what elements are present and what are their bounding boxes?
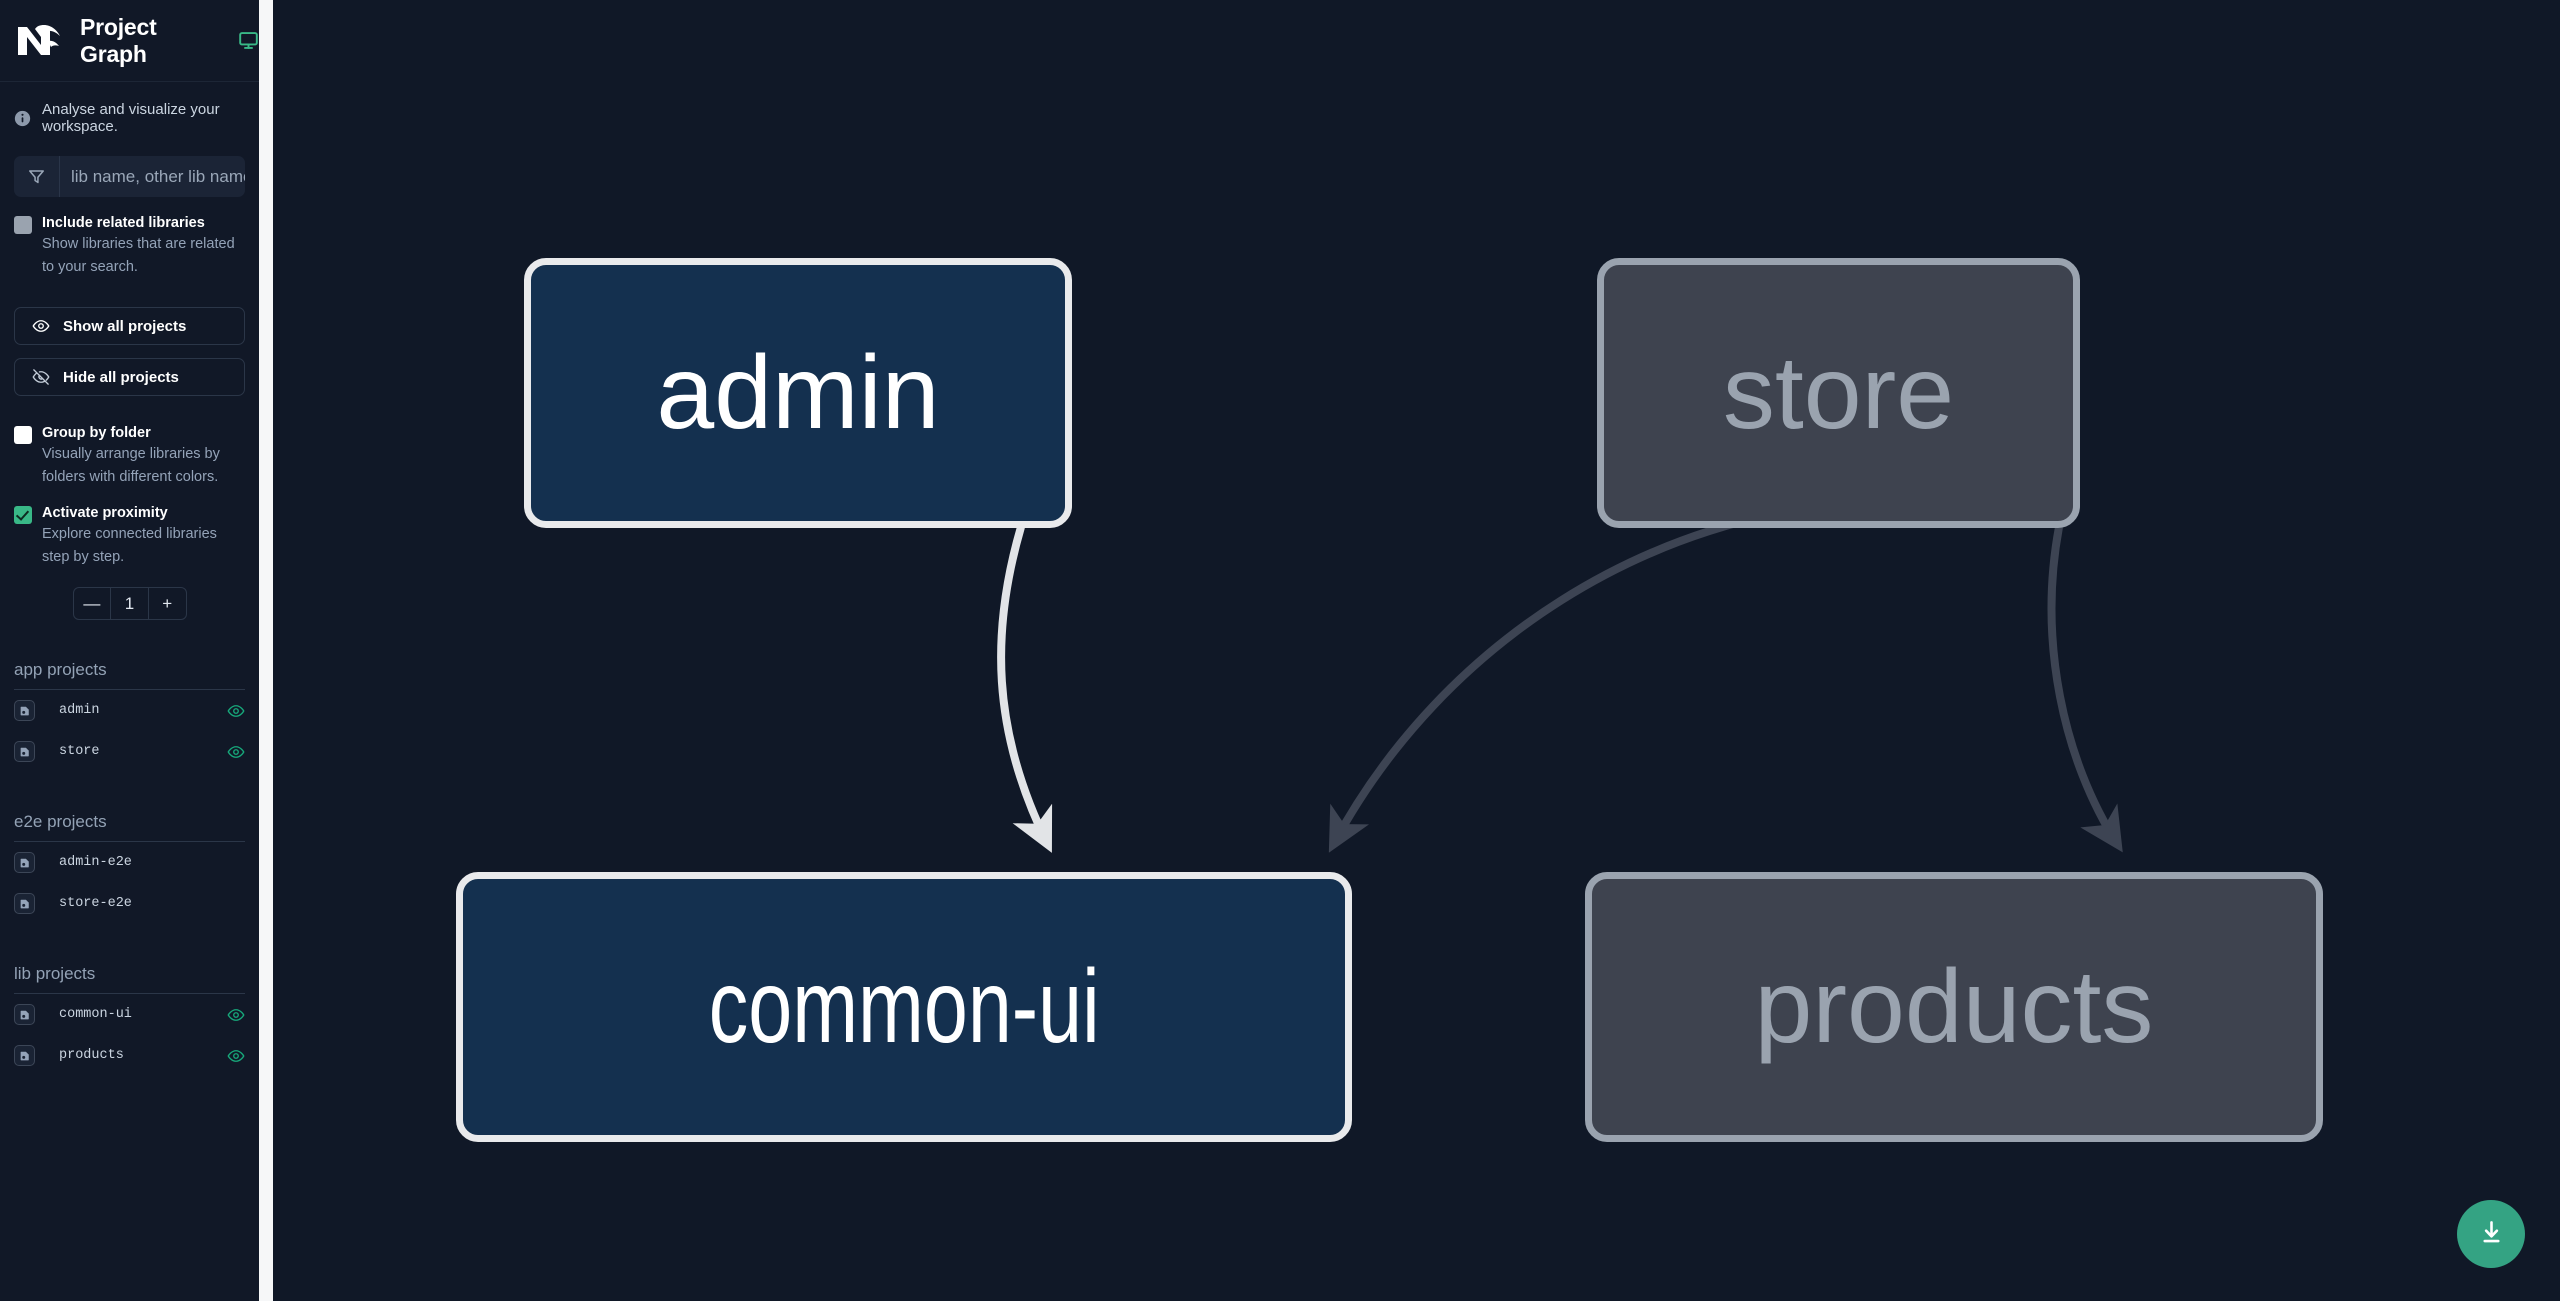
show-all-projects-button[interactable]: Show all projects: [14, 307, 245, 346]
option-description: Visually arrange libraries by folders wi…: [42, 446, 220, 485]
edge-store-to-common-ui: [1328, 498, 1870, 853]
graph-node-common-ui[interactable]: common-ui: [456, 872, 1352, 1142]
app-project-icon: [14, 700, 35, 722]
activate-proximity-checkbox[interactable]: [14, 506, 32, 525]
tagline-text: Analyse and visualize your workspace.: [42, 101, 220, 135]
graph-node-admin[interactable]: admin: [524, 258, 1072, 528]
app-project-icon: [14, 893, 35, 915]
project-name: admin: [59, 703, 100, 719]
proximity-increment-button[interactable]: +: [162, 593, 173, 613]
section-heading-app-projects: app projects: [14, 660, 245, 691]
show-all-projects-label: Show all projects: [63, 317, 187, 335]
eye-icon[interactable]: [227, 702, 245, 720]
sidebar-header: Project Graph: [0, 0, 259, 82]
sidebar-body: Include related libraries Show libraries…: [0, 156, 259, 1076]
option-activate-proximity[interactable]: Activate proximity Explore connected lib…: [14, 504, 245, 568]
graph-node-label: admin: [656, 335, 940, 451]
sidebar: Project Graph Analy: [0, 0, 273, 1301]
monitor-icon[interactable]: [238, 30, 259, 51]
option-description: Explore connected libraries step by step…: [42, 526, 217, 565]
option-label: Activate proximity: [42, 505, 168, 522]
graph-node-label: common-ui: [708, 949, 1100, 1065]
filter-icon: [14, 156, 60, 197]
proximity-decrement-button[interactable]: —: [83, 593, 101, 613]
proximity-value: 1: [110, 588, 149, 620]
option-group-by-folder[interactable]: Group by folder Visually arrange librari…: [14, 424, 245, 488]
app-project-icon: [14, 852, 35, 874]
sidebar-item-store-e2e[interactable]: store-e2e: [14, 883, 245, 924]
tagline: Analyse and visualize your workspace.: [0, 82, 259, 135]
sidebar-item-products[interactable]: products: [14, 1035, 245, 1076]
sidebar-scrollbar[interactable]: [259, 0, 273, 1301]
edge-store-to-products: [2047, 526, 2123, 853]
project-name: store-e2e: [59, 896, 132, 912]
project-name: store: [59, 744, 100, 760]
sidebar-content: Project Graph Analy: [0, 0, 259, 1301]
download-icon: [2478, 1219, 2505, 1249]
graph-node-label: store: [1722, 335, 1955, 451]
info-icon: [14, 110, 31, 127]
graph-node-label: products: [1754, 949, 2154, 1065]
sidebar-item-admin-e2e[interactable]: admin-e2e: [14, 842, 245, 883]
app-project-icon: [14, 1004, 35, 1026]
include-related-libraries-checkbox[interactable]: [14, 216, 32, 234]
option-include-related-libraries[interactable]: Include related libraries Show libraries…: [14, 214, 245, 278]
eye-icon[interactable]: [227, 1047, 245, 1065]
hide-all-projects-button[interactable]: Hide all projects: [14, 358, 245, 397]
sidebar-item-admin[interactable]: admin: [14, 690, 245, 731]
option-description: Show libraries that are related to your …: [42, 236, 235, 275]
app-project-icon: [14, 1045, 35, 1067]
project-name: admin-e2e: [59, 855, 132, 871]
section-heading-lib-projects: lib projects: [14, 964, 245, 995]
edge-admin-to-common-ui: [997, 525, 1053, 853]
section-heading-e2e-projects: e2e projects: [14, 812, 245, 843]
sidebar-item-store[interactable]: store: [14, 731, 245, 772]
eye-icon[interactable]: [227, 743, 245, 761]
search-input[interactable]: [60, 156, 245, 197]
eye-icon[interactable]: [227, 1006, 245, 1024]
group-by-folder-checkbox[interactable]: [14, 426, 32, 445]
proximity-stepper[interactable]: — 1 +: [72, 587, 187, 621]
sidebar-item-common-ui[interactable]: common-ui: [14, 994, 245, 1035]
app-project-icon: [14, 741, 35, 763]
graph-node-store[interactable]: store: [1597, 258, 2080, 528]
option-label: Include related libraries: [42, 215, 205, 231]
option-label: Group by folder: [42, 425, 151, 442]
eye-icon: [32, 320, 50, 332]
graph-canvas[interactable]: admin store common-ui products: [273, 0, 2560, 1301]
project-name: common-ui: [59, 1007, 132, 1023]
hide-all-projects-label: Hide all projects: [63, 368, 179, 386]
nx-logo-icon: [14, 21, 66, 61]
eye-off-icon: [32, 369, 50, 385]
search-field[interactable]: [14, 156, 245, 197]
download-graph-button[interactable]: [2457, 1200, 2525, 1268]
graph-node-products[interactable]: products: [1585, 872, 2323, 1142]
project-name: products: [59, 1048, 124, 1064]
page-title: Project Graph: [80, 13, 157, 67]
